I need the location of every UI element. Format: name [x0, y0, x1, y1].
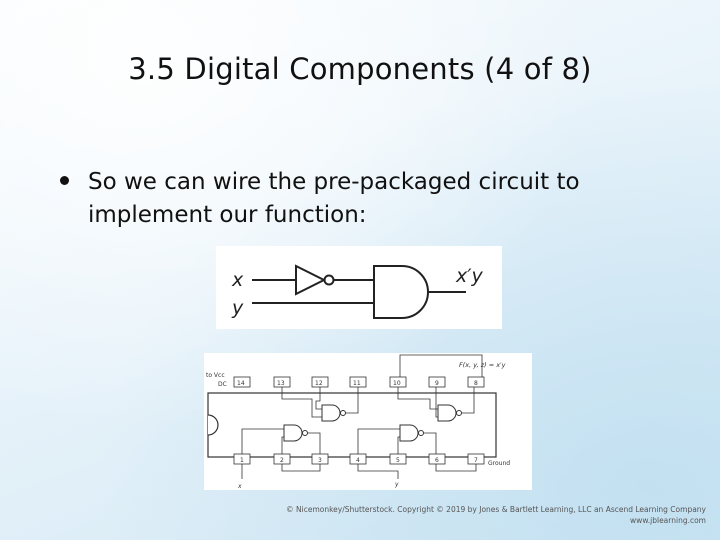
- vcc-label-dc: DC: [218, 381, 227, 388]
- chip-body: [207, 392, 497, 458]
- bullet-text: So we can wire the pre-packaged circuit …: [88, 169, 580, 228]
- not-gate-icon: [295, 264, 327, 296]
- chip-gate-4-icon: [399, 424, 419, 442]
- chip-gate-3-bubble-icon: [302, 430, 308, 436]
- pin-8: 8: [474, 380, 478, 387]
- slide-title: 3.5 Digital Components (4 of 8): [128, 52, 592, 86]
- pin-5: 5: [396, 457, 400, 464]
- pin-14: 14: [237, 380, 245, 387]
- and-gate-icon: [373, 265, 429, 319]
- copyright-credit: © Nicemonkey/Shutterstock. Copyright © 2…: [286, 504, 706, 526]
- not-gate-bubble-icon: [323, 274, 335, 286]
- chip-gate-2-icon: [437, 404, 457, 422]
- vcc-label: to Vcc: [206, 372, 225, 379]
- pin-12: 12: [315, 380, 323, 387]
- pin-2: 2: [280, 457, 284, 464]
- bullet-dot-icon: [60, 176, 69, 185]
- chip-input-x: x: [237, 483, 242, 490]
- pin-6: 6: [435, 457, 439, 464]
- chip-gate-3-icon: [283, 424, 303, 442]
- chip-gate-1-icon: [321, 404, 341, 422]
- logic-diagram-svg: x y x′y: [231, 264, 484, 319]
- pin-1: 1: [240, 457, 244, 464]
- chip-external-wires: [241, 354, 483, 479]
- logic-input-y: y: [231, 297, 244, 319]
- chip-diagram-svg: to Vcc DC F(x, y, z) = x′y 14 13 12 11 1…: [206, 354, 510, 490]
- pin-7: 7: [474, 457, 478, 464]
- bullet-item: So we can wire the pre-packaged circuit …: [60, 166, 680, 232]
- credit-line-1: © Nicemonkey/Shutterstock. Copyright © 2…: [286, 505, 706, 514]
- chip-notch-icon: [207, 414, 219, 436]
- chip-gates: [283, 404, 462, 442]
- logic-output-label: x′y: [455, 265, 484, 287]
- logic-diagram: x y x′y: [216, 246, 502, 329]
- pin-10: 10: [393, 380, 401, 387]
- credit-line-2: www.jblearning.com: [630, 516, 706, 525]
- pin-3: 3: [318, 457, 322, 464]
- pin-4: 4: [356, 457, 360, 464]
- chip-gate-4-bubble-icon: [418, 430, 424, 436]
- chip-gate-2-bubble-icon: [456, 410, 462, 416]
- chip-diagram: to Vcc DC F(x, y, z) = x′y 14 13 12 11 1…: [204, 353, 532, 490]
- pin-9: 9: [435, 380, 439, 387]
- pin-13: 13: [277, 380, 285, 387]
- logic-input-x: x: [231, 269, 244, 291]
- chip-internal-wires: [241, 387, 475, 454]
- ground-label: Ground: [488, 460, 510, 467]
- pin-11: 11: [353, 380, 361, 387]
- chip-gate-1-bubble-icon: [340, 410, 346, 416]
- top-pins: 14 13 12 11 10 9 8: [233, 376, 485, 388]
- chip-input-y: y: [394, 481, 399, 488]
